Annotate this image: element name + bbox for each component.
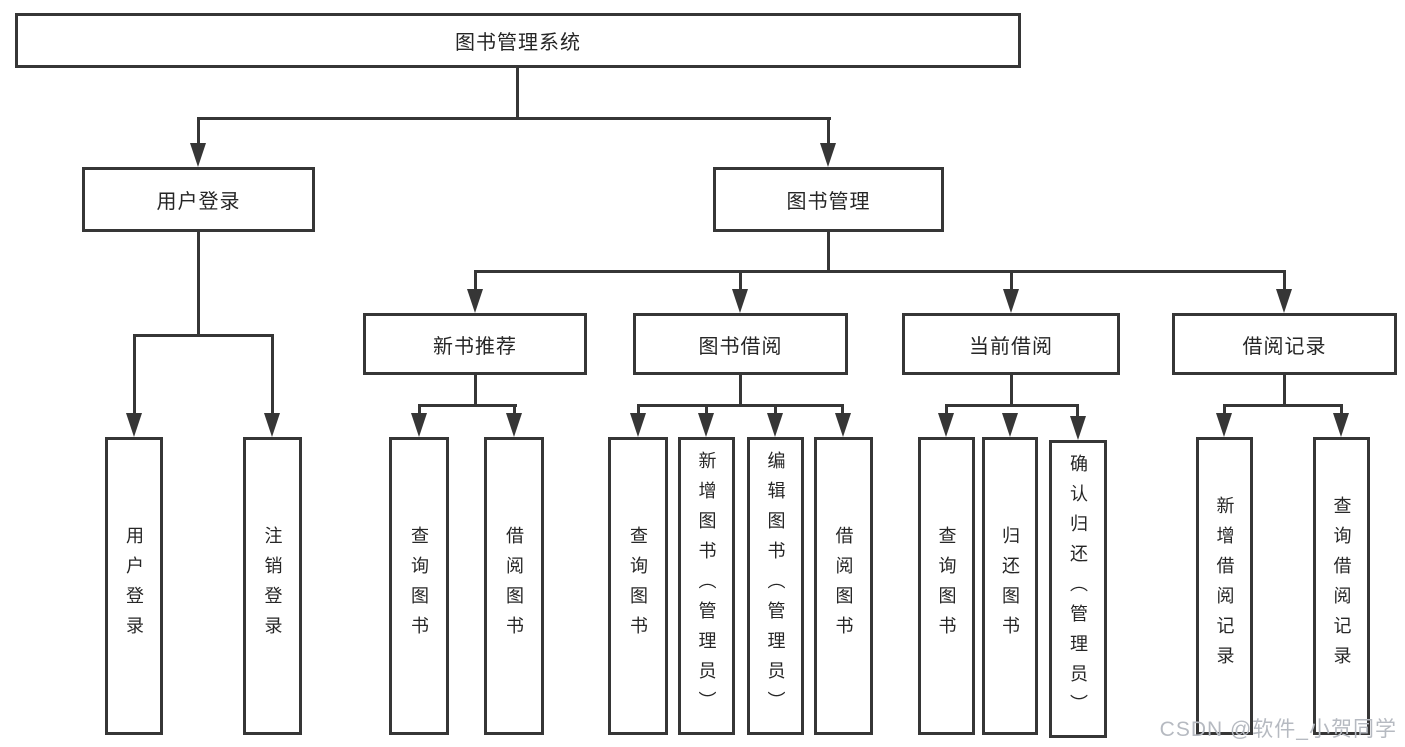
- connector-line: [513, 404, 516, 416]
- arrow-down-icon: [1216, 413, 1232, 437]
- arrow-down-icon: [1276, 289, 1292, 313]
- arrow-down-icon: [467, 289, 483, 313]
- connector-line: [271, 334, 274, 416]
- connector-line: [1223, 404, 1343, 407]
- node-label: 当前借阅: [969, 335, 1053, 358]
- node-book-borrow: 图书借阅: [633, 313, 848, 375]
- leaf-borrow-books-recommend: 借阅图书: [484, 437, 544, 735]
- leaf-label: 新增图书（管理员）: [696, 451, 717, 721]
- leaf-label: 查询图书: [628, 526, 648, 646]
- leaf-confirm-return-admin: 确认归还（管理员）: [1049, 440, 1107, 738]
- connector-line: [133, 334, 136, 416]
- connector-line: [474, 375, 477, 407]
- arrow-down-icon: [506, 413, 522, 437]
- arrow-down-icon: [630, 413, 646, 437]
- leaf-label: 查询借阅记录: [1331, 496, 1352, 676]
- arrow-down-icon: [1333, 413, 1349, 437]
- connector-line: [774, 404, 777, 416]
- connector-line: [197, 232, 200, 336]
- arrow-down-icon: [190, 143, 206, 167]
- connector-line: [637, 404, 640, 416]
- node-label: 新书推荐: [433, 335, 517, 358]
- leaf-query-books-current: 查询图书: [918, 437, 975, 735]
- leaf-borrow-books: 借阅图书: [814, 437, 873, 735]
- connector-line: [1076, 404, 1079, 416]
- node-label: 图书管理: [786, 191, 871, 213]
- leaf-label: 借阅图书: [504, 526, 524, 646]
- connector-line: [197, 117, 200, 145]
- node-user-login: 用户登录: [82, 167, 315, 232]
- leaf-query-borrow-record: 查询借阅记录: [1313, 437, 1370, 735]
- connector-line: [1010, 270, 1013, 292]
- connector-line: [827, 117, 830, 145]
- leaf-edit-books-admin: 编辑图书（管理员）: [747, 437, 804, 735]
- arrow-down-icon: [126, 413, 142, 437]
- leaf-label: 查询图书: [936, 526, 957, 646]
- arrow-down-icon: [938, 413, 954, 437]
- connector-line: [739, 375, 742, 407]
- connector-line: [474, 270, 1286, 273]
- arrow-down-icon: [835, 413, 851, 437]
- leaf-add-books-admin: 新增图书（管理员）: [678, 437, 735, 735]
- connector-line: [516, 68, 519, 119]
- leaf-label: 编辑图书（管理员）: [765, 451, 786, 721]
- leaf-add-borrow-record: 新增借阅记录: [1196, 437, 1253, 735]
- arrow-down-icon: [1003, 289, 1019, 313]
- leaf-logout: 注销登录: [243, 437, 302, 735]
- connector-line: [1283, 375, 1286, 407]
- leaf-user-login: 用户登录: [105, 437, 163, 735]
- arrow-down-icon: [411, 413, 427, 437]
- connector-line: [945, 404, 1079, 407]
- node-label: 用户登录: [156, 191, 241, 213]
- connector-line: [133, 334, 274, 337]
- connector-line: [637, 404, 844, 407]
- connector-line: [705, 404, 708, 416]
- node-library-management-system: 图书管理系统: [15, 13, 1021, 68]
- leaf-label: 确认归还（管理员）: [1068, 454, 1088, 724]
- leaf-label: 新增借阅记录: [1214, 496, 1235, 676]
- connector-line: [1340, 404, 1343, 416]
- leaf-label: 归还图书: [1000, 526, 1020, 646]
- connector-line: [945, 404, 948, 416]
- node-book-management: 图书管理: [713, 167, 944, 232]
- leaf-query-books-recommend: 查询图书: [389, 437, 449, 735]
- leaf-return-books: 归还图书: [982, 437, 1038, 735]
- arrow-down-icon: [767, 413, 783, 437]
- leaf-label: 借阅图书: [833, 526, 854, 646]
- arrow-down-icon: [698, 413, 714, 437]
- connector-line: [1223, 404, 1226, 416]
- leaf-label: 用户登录: [124, 526, 144, 646]
- arrow-down-icon: [1070, 416, 1086, 440]
- node-new-book-recommend: 新书推荐: [363, 313, 587, 375]
- node-label: 借阅记录: [1242, 335, 1327, 358]
- node-current-borrow: 当前借阅: [902, 313, 1120, 375]
- csdn-watermark: CSDN @软件_小贺同学: [1159, 718, 1397, 741]
- node-label: 图书管理系统: [455, 32, 581, 54]
- node-label: 图书借阅: [698, 335, 783, 358]
- connector-line: [418, 404, 517, 407]
- connector-line: [739, 270, 742, 292]
- leaf-label: 查询图书: [409, 526, 429, 646]
- connector-line: [827, 232, 830, 273]
- connector-line: [841, 404, 844, 416]
- connector-line: [1010, 375, 1013, 407]
- connector-line: [418, 404, 421, 416]
- arrow-down-icon: [264, 413, 280, 437]
- arrow-down-icon: [820, 143, 836, 167]
- connector-line: [1283, 270, 1286, 292]
- connector-line: [197, 117, 831, 120]
- leaf-query-books-borrow: 查询图书: [608, 437, 668, 735]
- node-borrow-records: 借阅记录: [1172, 313, 1397, 375]
- connector-line: [474, 270, 477, 292]
- arrow-down-icon: [732, 289, 748, 313]
- leaf-label: 注销登录: [262, 526, 283, 646]
- arrow-down-icon: [1002, 413, 1018, 437]
